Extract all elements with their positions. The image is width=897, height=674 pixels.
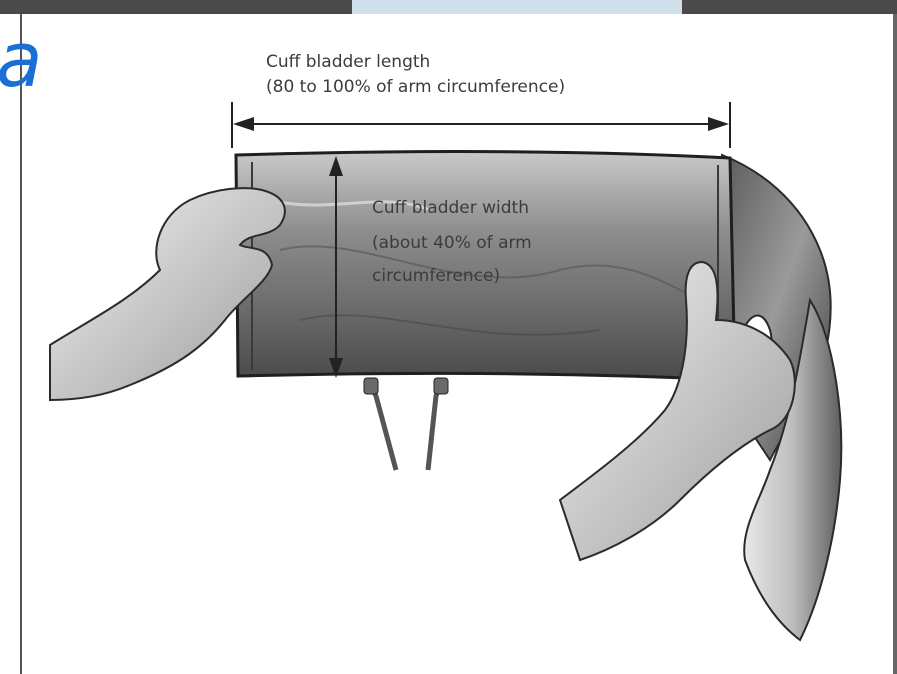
width-label-line-1: Cuff bladder width bbox=[372, 196, 529, 221]
width-label-line-3: circumference) bbox=[372, 264, 500, 289]
cuff-tubes bbox=[364, 378, 448, 470]
length-label-line-2: (80 to 100% of arm circumference) bbox=[266, 75, 565, 100]
length-label-line-1: Cuff bladder length bbox=[266, 50, 430, 75]
length-dimension-arrow bbox=[232, 102, 730, 148]
width-label-line-2: (about 40% of arm bbox=[372, 231, 532, 256]
